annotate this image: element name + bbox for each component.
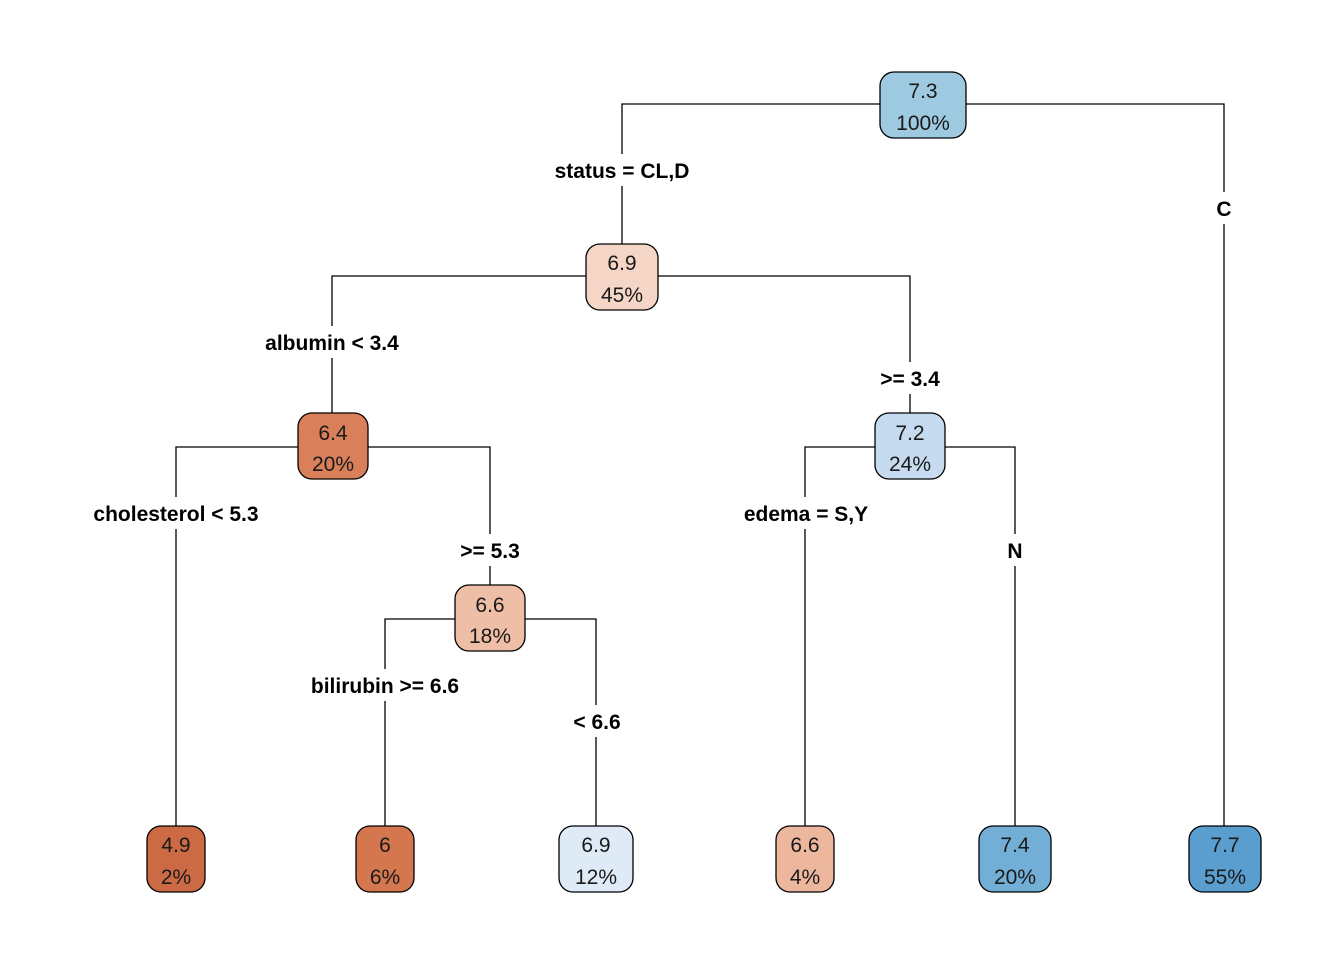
split-label-edema: edema = S,Y: [744, 503, 868, 526]
node-value: 7.4: [1000, 834, 1030, 857]
split-label-cholesterol-right: >= 5.3: [460, 540, 520, 563]
node-percent: 55%: [1204, 866, 1246, 889]
node-value: 6.4: [318, 422, 348, 445]
node-percent: 24%: [889, 453, 931, 476]
node-percent: 18%: [469, 625, 511, 648]
edge-n4-leaf1: [175, 446, 298, 826]
node-percent: 4%: [790, 866, 820, 889]
tree-edges: [175, 103, 1225, 826]
split-label-bilirubin: bilirubin >= 6.6: [311, 675, 459, 698]
node-percent: 20%: [312, 453, 354, 476]
tree-node-albumin-low: 6.4 20%: [297, 412, 369, 480]
edge-n9-leaf2: [384, 618, 455, 826]
node-box: [879, 71, 967, 139]
edge-n5-leaf5: [945, 446, 1016, 826]
node-value: 6.6: [790, 834, 819, 857]
tree-leaf-2: 6 6%: [355, 825, 415, 893]
node-percent: 100%: [896, 112, 950, 135]
node-box: [775, 825, 835, 893]
tree-leaf-6: 7.7 55%: [1188, 825, 1262, 893]
node-box: [874, 412, 946, 480]
tree-node-cholesterol-high: 6.6 18%: [454, 584, 526, 652]
node-percent: 45%: [601, 284, 643, 307]
node-box: [558, 825, 634, 893]
node-value: 6.6: [475, 594, 504, 617]
tree-leaf-1: 4.9 2%: [146, 825, 206, 893]
tree-node-root: 7.3 100%: [879, 71, 967, 139]
split-label-albumin-right: >= 3.4: [880, 368, 940, 391]
edge-n9-leaf3: [525, 618, 597, 826]
node-percent: 2%: [161, 866, 191, 889]
node-box: [297, 412, 369, 480]
node-percent: 20%: [994, 866, 1036, 889]
node-value: 4.9: [161, 834, 190, 857]
node-value: 7.2: [895, 422, 924, 445]
node-box: [585, 243, 659, 311]
split-label-edema-right: N: [1007, 540, 1022, 563]
edge-n5-leaf4: [804, 446, 875, 826]
tree-node-status-cl-d: 6.9 45%: [585, 243, 659, 311]
tree-node-albumin-high: 7.2 24%: [874, 412, 946, 480]
tree-leaf-5: 7.4 20%: [978, 825, 1052, 893]
node-value: 7.7: [1210, 834, 1239, 857]
node-box: [454, 584, 526, 652]
split-label-status: status = CL,D: [555, 160, 690, 183]
split-label-albumin: albumin < 3.4: [265, 332, 399, 355]
split-label-cholesterol: cholesterol < 5.3: [93, 503, 258, 526]
node-value: 7.3: [908, 80, 937, 103]
node-box: [978, 825, 1052, 893]
node-box: [1188, 825, 1262, 893]
split-labels: status = CL,D C albumin < 3.4 >= 3.4 cho…: [72, 154, 1240, 737]
edge-root-n2: [621, 103, 880, 244]
tree-leaf-4: 6.6 4%: [775, 825, 835, 893]
node-percent: 6%: [370, 866, 400, 889]
split-label-bilirubin-right: < 6.6: [573, 711, 620, 734]
node-value: 6.9: [581, 834, 610, 857]
node-box: [355, 825, 415, 893]
split-label-status-right: C: [1216, 198, 1231, 221]
tree-leaf-3: 6.9 12%: [558, 825, 634, 893]
node-value: 6.9: [607, 252, 636, 275]
edge-n2-n4: [331, 275, 586, 413]
node-box: [146, 825, 206, 893]
node-percent: 12%: [575, 866, 617, 889]
tree-nodes: 7.3 100% 6.9 45% 6.4 20% 6.6 18% 7.2 24%…: [146, 71, 1262, 893]
edge-root-leaf6: [966, 103, 1225, 826]
node-value: 6: [379, 834, 391, 857]
